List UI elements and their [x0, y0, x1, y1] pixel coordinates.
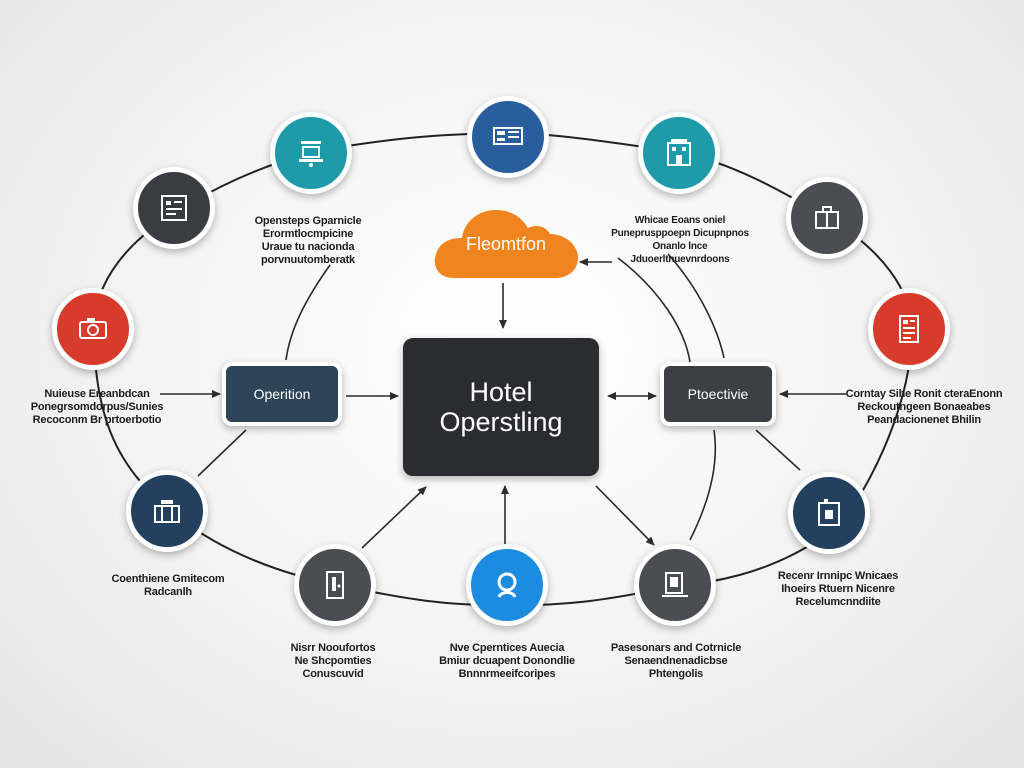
label-line: Onanlo lnce — [652, 241, 708, 252]
cloud-body — [434, 210, 578, 278]
label-line: Recenr Irnnipc Wnicaes — [777, 570, 899, 582]
gift-box-icon — [154, 500, 180, 523]
label-line: Recelumcnndiite — [795, 596, 881, 608]
protective-box[interactable]: Ptoectivie — [660, 362, 776, 426]
label-line: Ihoeirs Rtuern Nicenre — [781, 583, 895, 595]
node-laptop[interactable] — [634, 544, 716, 626]
label-line: Nve Cperntices Auecia — [449, 642, 565, 654]
label-line: Jduoerltnuevnrdoons — [630, 254, 730, 265]
label-line: Reckoutngeen Bonaeabes — [857, 401, 991, 413]
cloud-label: Fleomtfon — [465, 234, 547, 254]
label-top-left: Opensteps Gparnicle Erormtlocmpicine Ura… — [238, 215, 378, 267]
dashboard-screen-icon — [493, 127, 523, 145]
label-right: Corntay Sihe Ronit cteraEnonn Reckoutnge… — [842, 388, 1006, 427]
label-line: Recoconm Br prtoerbotio — [32, 414, 162, 426]
right-box-to-lock-line — [755, 429, 801, 471]
label-line: Coenthiene Gmitecom — [111, 573, 225, 585]
connectors — [160, 253, 846, 549]
node-person[interactable] — [466, 544, 548, 626]
label-line: Senaendnenadicbse — [624, 655, 728, 667]
label-bottom-right: Recenr Irnnipc Wnicaes Ihoeirs Rtuern Ni… — [770, 570, 906, 609]
building-icon — [667, 139, 691, 166]
label-line: Bnnnrmeeifcoripes — [458, 668, 556, 680]
center-title-line1: Hotel — [469, 377, 533, 407]
label-top-right: Whicae Eoans oniel Puneprusppoepn Dicupn… — [606, 214, 754, 266]
label-line: Radcanlh — [144, 586, 192, 598]
lock-icon — [818, 499, 840, 526]
person-icon — [497, 572, 517, 598]
node-calendar[interactable] — [133, 167, 215, 249]
label-bottom-center-left: Nisrr Nooufortos Ne Shcpomties Conuscuvi… — [270, 642, 396, 681]
label-line: Nisrr Nooufortos — [290, 642, 376, 654]
operation-box[interactable]: Operition — [222, 362, 342, 426]
center-title-line2: Operstling — [439, 407, 563, 437]
node-documents[interactable] — [868, 288, 950, 370]
label-left: Nuieuse Ereanbdcan Ponegrsomdorpus/Sunie… — [22, 388, 172, 427]
luggage-icon — [815, 206, 839, 229]
label-bottom-center-right: Pasesonars and Cotrnicle Senaendnenadicb… — [596, 642, 756, 681]
center-to-bottom-right-arrow — [595, 485, 655, 546]
label-line: Corntay Sihe Ronit cteraEnonn — [845, 388, 1003, 400]
label-line: Puneprusppoepn Dicupnpnos — [611, 228, 749, 239]
label-line: Pasesonars and Cotrnicle — [610, 642, 742, 654]
label-bottom-left: Coenthiene Gmitecom Radcanlh — [100, 573, 236, 599]
node-camera[interactable] — [52, 288, 134, 370]
label-line: porvnuutomberatk — [261, 254, 355, 266]
cloud-shape — [434, 210, 578, 278]
node-dashboard[interactable] — [467, 96, 549, 178]
document-list-icon — [899, 315, 919, 343]
calendar-grid-icon — [161, 195, 187, 221]
arc-right-inner-a — [617, 257, 691, 363]
label-line: Bmiur dcuapent Donondlie — [439, 655, 575, 667]
label-line: Conuscuvid — [302, 668, 364, 680]
label-line: Opensteps Gparnicle — [254, 215, 362, 227]
arc-right-inner-b — [667, 253, 725, 359]
node-luggage[interactable] — [786, 177, 868, 259]
label-line: Ponegrsomdorpus/Sunies — [30, 401, 164, 413]
camera-icon — [79, 318, 107, 339]
node-building[interactable] — [638, 112, 720, 194]
node-gift[interactable] — [126, 470, 208, 552]
label-line: Phtengolis — [648, 668, 704, 680]
label-line: Peandacionenet Bhilin — [867, 414, 981, 426]
label-bottom-center: Nve Cperntices Auecia Bmiur dcuapent Don… — [434, 642, 580, 681]
arc-left-inner — [285, 264, 331, 361]
node-reception[interactable] — [270, 112, 352, 194]
arc-right-lower — [689, 429, 717, 541]
node-lock[interactable] — [788, 472, 870, 554]
bottom-left-to-center-arrow — [361, 486, 427, 549]
label-line: Uraue tu nacionda — [261, 241, 355, 253]
operation-label: Operition — [253, 386, 311, 402]
label-line: Nuieuse Ereanbdcan — [44, 388, 150, 400]
label-line: Ne Shcpomties — [294, 655, 372, 667]
door-icon — [326, 571, 344, 599]
reception-desk-icon — [299, 141, 323, 167]
operation-to-gift-line — [197, 429, 247, 477]
node-door[interactable] — [294, 544, 376, 626]
laptop-icon — [662, 572, 688, 597]
label-line: Whicae Eoans oniel — [634, 215, 726, 226]
protective-label: Ptoectivie — [687, 386, 749, 402]
hotel-operating-box[interactable]: Hotel Operstling — [403, 338, 599, 476]
label-line: Erormtlocmpicine — [262, 228, 354, 240]
